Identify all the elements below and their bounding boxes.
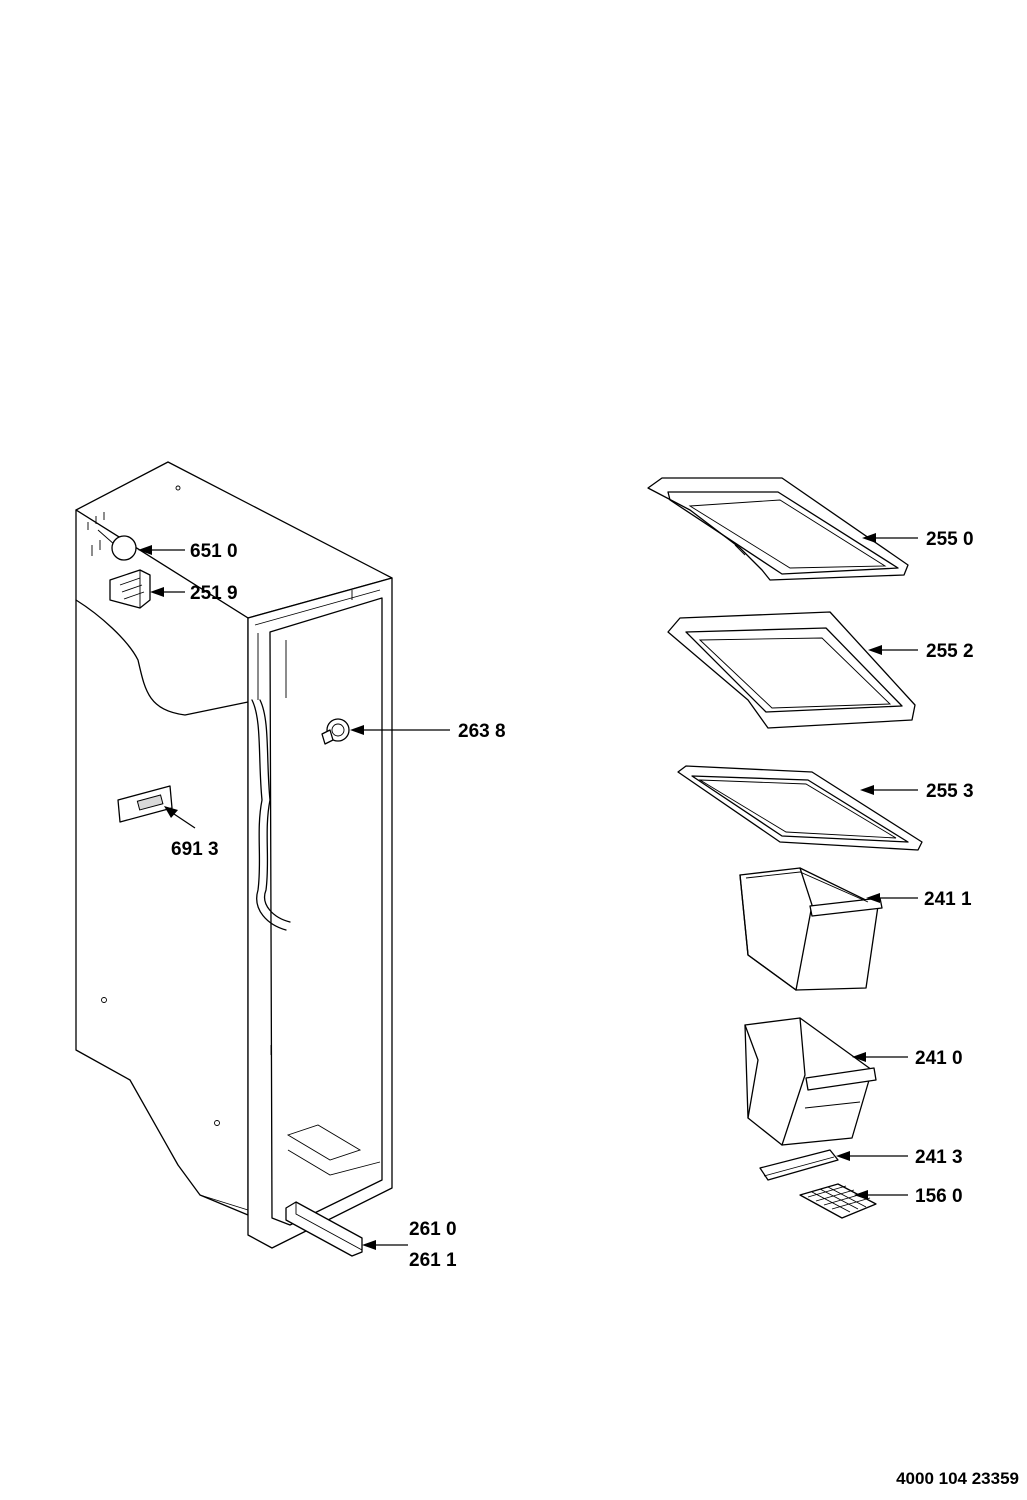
lamp-cover-icon	[109, 569, 151, 609]
part-label-6510: 651 0	[190, 541, 238, 562]
rail-2413-drawing	[759, 1149, 839, 1181]
cabinet-drawing	[75, 461, 393, 1257]
shelf-2552-drawing	[667, 611, 916, 729]
bottom-rail-icon	[285, 1201, 363, 1257]
rating-label-icon	[117, 785, 173, 823]
thermostat-knob-icon	[321, 718, 350, 745]
part-label-2552: 255 2	[926, 641, 974, 662]
part-label-2413: 241 3	[915, 1147, 963, 1168]
part-label-6913: 691 3	[171, 839, 219, 860]
part-label-2411: 241 1	[924, 889, 972, 910]
part-label-1560: 156 0	[915, 1186, 963, 1207]
part-label-2611: 261 1	[409, 1250, 457, 1271]
shelf-2550-drawing	[647, 477, 909, 581]
part-label-2610: 261 0	[409, 1219, 457, 1240]
part-label-2638: 263 8	[458, 721, 506, 742]
part-label-2553: 255 3	[926, 781, 974, 802]
document-number: 4000 104 23359	[896, 1469, 1019, 1488]
ice-tray-drawing	[799, 1183, 877, 1219]
part-label-2519: 251 9	[190, 583, 238, 604]
lamp-bulb-icon	[97, 529, 137, 561]
shelf-2553-drawing	[677, 765, 923, 851]
part-label-2550: 255 0	[926, 529, 974, 550]
bin-2411-drawing	[739, 867, 883, 991]
leader-lines	[138, 533, 918, 1250]
bin-2410-drawing	[744, 1017, 877, 1146]
part-label-2410: 241 0	[915, 1048, 963, 1069]
